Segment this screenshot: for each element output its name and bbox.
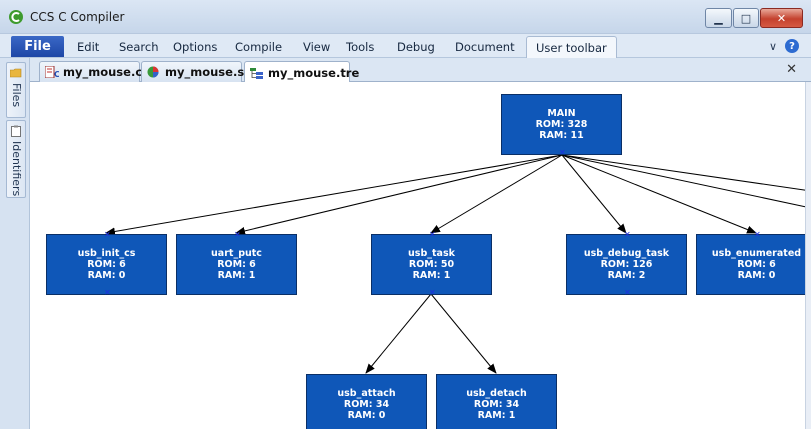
files-panel-tab[interactable]: Files [6,62,26,118]
folder-icon [10,68,22,78]
node-ram: RAM: 11 [539,130,584,141]
ccs-app-icon [9,10,23,24]
node-name: usb_attach [337,388,396,399]
node-ram: RAM: 0 [87,270,126,281]
node-rom: ROM: 126 [600,259,653,270]
menu-debug[interactable]: Debug [397,40,435,54]
node-rom: ROM: 34 [343,399,390,410]
vertical-scrollbar[interactable] [805,82,811,429]
call-tree-canvas: MAIN ROM: 328 RAM: 11 ✕ ✕ usb_init_cs RO… [30,82,811,429]
edge-main-offscreen-a [561,154,811,209]
edge-usb-task-usb-attach [365,293,432,374]
edge-main-offscreen-b [561,154,811,192]
ribbon-tools: ∨ ? [769,39,799,53]
files-panel-label: Files [10,83,23,108]
node-port-marker: ✕ [754,230,761,239]
tab-label: my_mouse.sta [165,65,258,79]
node-ram: RAM: 1 [217,270,256,281]
file-menu-button[interactable]: File [11,36,64,57]
tree-node-main[interactable]: MAIN ROM: 328 RAM: 11 ✕ [501,94,622,157]
menu-tools[interactable]: Tools [346,40,375,54]
tab-my-mouse-sta[interactable]: my_mouse.sta [141,61,257,82]
node-rom: ROM: 6 [737,259,776,270]
node-rom: ROM: 6 [87,259,126,270]
menu-compile[interactable]: Compile [235,40,283,54]
node-rom: ROM: 50 [408,259,455,270]
node-ram: RAM: 1 [477,410,516,421]
menu-options[interactable]: Options [173,40,218,54]
tree-node-usb-debug-task[interactable]: ✕ usb_debug_task ROM: 126 RAM: 2 ✕ [566,230,687,297]
node-name: uart_putc [211,248,262,259]
node-rom: ROM: 6 [217,259,256,270]
help-icon[interactable]: ? [785,39,799,53]
identifiers-panel-label: Identifiers [10,141,23,197]
node-ram: RAM: 1 [412,270,451,281]
node-port-marker: ✕ [559,148,566,157]
node-port-marker: ✕ [429,230,436,239]
clipboard-icon [11,125,21,137]
node-port-marker: ✕ [234,230,241,239]
minimize-button[interactable]: ▁ [705,8,732,28]
minimize-ribbon-icon[interactable]: ∨ [768,39,777,53]
menu-edit[interactable]: Edit [77,40,100,54]
tree-node-usb-task[interactable]: ✕ usb_task ROM: 50 RAM: 1 ✕ [371,230,492,297]
node-port-marker: ✕ [624,230,631,239]
node-name: usb_detach [466,388,527,399]
tree-node-usb-attach[interactable]: usb_attach ROM: 34 RAM: 0 [306,374,427,429]
tree-node-uart-putc[interactable]: ✕ uart_putc ROM: 6 RAM: 1 [176,230,297,295]
side-dock: Files Identifiers [0,58,30,429]
edge-main-usb-init-cs [105,154,563,236]
node-name: MAIN [547,108,576,119]
menu-document[interactable]: Document [455,40,515,54]
edge-usb-task-usb-detach [430,293,497,374]
call-tree-edges [105,154,811,374]
tab-label: my_mouse.c [63,65,143,79]
menu-user-toolbar[interactable]: User toolbar [526,36,617,58]
minimize-icon: ▁ [714,11,723,25]
node-name: usb_init_cs [77,248,136,259]
menu-search[interactable]: Search [119,40,159,54]
node-rom: ROM: 328 [535,119,588,130]
document-tab-bar: C my_mouse.c my_mouse.sta my_mouse.tre ✕ [30,58,811,83]
tab-my-mouse-tre[interactable]: my_mouse.tre [244,61,359,83]
edge-main-usb-task [430,154,563,234]
node-name: usb_task [408,248,455,259]
close-icon: ✕ [776,11,787,25]
node-port-marker: ✕ [429,288,436,297]
node-port-marker: ✕ [624,288,631,297]
edge-main-usb-debug-task [561,154,627,234]
tree-node-usb-init-cs[interactable]: ✕ usb_init_cs ROM: 6 RAM: 0 ✕ [46,230,167,297]
node-name: usb_debug_task [583,248,670,259]
node-ram: RAM: 0 [347,410,386,421]
tree-node-usb-enumerated[interactable]: ✕ usb_enumerated ROM: 6 RAM: 0 [696,230,811,295]
maximize-icon: □ [740,11,752,25]
menu-view[interactable]: View [303,40,331,54]
window-title: CCS C Compiler [30,10,125,24]
node-port-marker: ✕ [104,288,111,297]
node-ram: RAM: 2 [607,270,646,281]
node-name: usb_enumerated [711,248,802,259]
title-bar: CCS C Compiler ▁ □ ✕ [0,0,811,34]
statistics-icon [147,66,159,78]
maximize-button[interactable]: □ [733,8,759,28]
close-document-icon[interactable]: ✕ [786,62,797,77]
edge-main-usb-enumerated [561,154,757,234]
tree-node-usb-detach[interactable]: usb_detach ROM: 34 RAM: 1 [436,374,557,429]
ribbon-menu-bar: File Edit Search Options Compile View To… [0,34,811,58]
svg-text:C: C [54,70,59,78]
node-port-marker: ✕ [104,230,111,239]
tree-icon [250,67,263,79]
close-button[interactable]: ✕ [760,8,803,28]
tab-my-mouse-c[interactable]: C my_mouse.c [39,61,143,82]
node-ram: RAM: 0 [737,270,776,281]
identifiers-panel-tab[interactable]: Identifiers [6,120,26,198]
edge-main-uart-putc [235,154,563,235]
tab-label: my_mouse.tre [268,65,360,80]
node-rom: ROM: 34 [473,399,520,410]
c-source-icon: C [45,66,59,78]
